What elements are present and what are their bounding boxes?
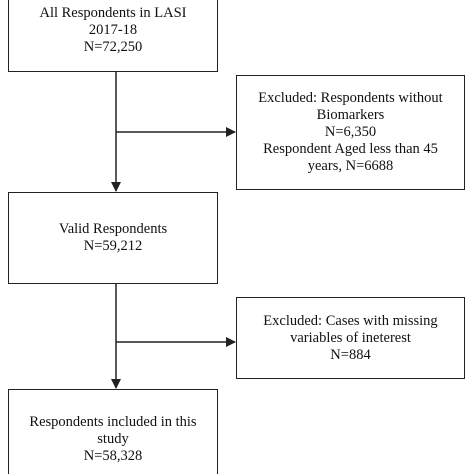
node-excluded-1: Excluded: Respondents without Biomarkers… xyxy=(236,75,465,190)
node-all-line-2: 2017-18 xyxy=(88,21,138,38)
node-excluded-2-line-2: variables of ineterest xyxy=(290,329,411,346)
node-all-line-3: N=72,250 xyxy=(83,38,143,55)
node-excluded-1-line-1: Excluded: Respondents without xyxy=(258,90,443,106)
node-included-line-2: study xyxy=(97,430,129,447)
node-included-respondents: Respondents included in this study N=58,… xyxy=(8,389,218,474)
node-excluded-1-line-5: years, N=6688 xyxy=(307,158,394,174)
node-valid-line-2: N=59,212 xyxy=(83,238,143,254)
node-excluded-2-line-1: Excluded: Cases with missing xyxy=(263,312,438,329)
node-excluded-1-line-4: Respondent Aged less than 45 xyxy=(263,141,438,157)
node-excluded-2: Excluded: Cases with missing variables o… xyxy=(236,297,465,379)
node-all-line-1: All Respondents in LASI xyxy=(39,4,187,21)
node-valid-line-1: Valid Respondents xyxy=(58,221,168,237)
node-included-line-1: Respondents included in this xyxy=(29,413,197,430)
node-excluded-2-line-3: N=884 xyxy=(330,346,371,363)
node-included-line-3: N=58,328 xyxy=(83,447,143,464)
node-excluded-1-line-3: N=6,350 xyxy=(324,124,377,140)
node-excluded-1-line-2: Biomarkers xyxy=(316,107,385,123)
node-valid-respondents: Valid Respondents N=59,212 xyxy=(8,192,218,284)
node-all-respondents: All Respondents in LASI 2017-18 N=72,250 xyxy=(8,0,218,72)
